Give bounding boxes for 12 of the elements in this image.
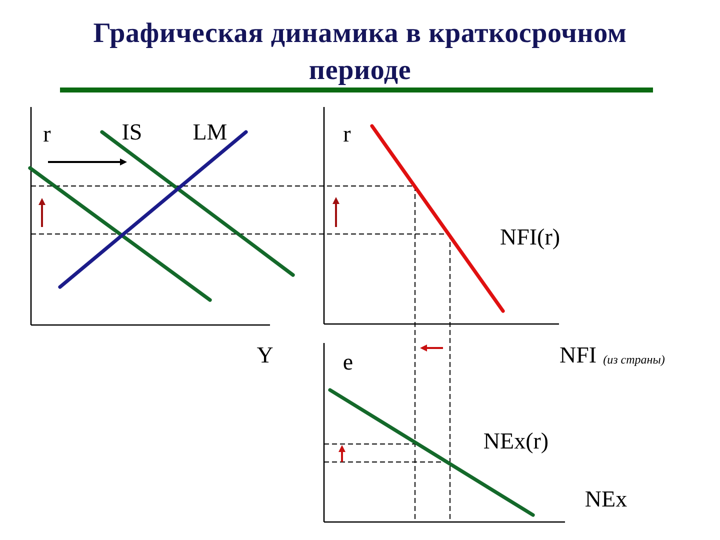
title: Графическая динамика в краткосрочном периоде	[92, 17, 628, 88]
axis-label: r	[43, 121, 51, 147]
curve-label: NFI(r)	[500, 224, 560, 250]
axis-label: Y	[256, 342, 274, 368]
curve-label: NEx(r)	[483, 428, 549, 454]
axis-label: NFI	[559, 342, 597, 368]
axis-label: r	[343, 121, 351, 147]
axis-label: NEx	[584, 486, 628, 512]
curve-label: IS	[122, 119, 142, 145]
axis-label: e	[342, 349, 354, 375]
curve-label: LM	[192, 119, 228, 145]
axis-note: (из страны)	[603, 353, 665, 367]
